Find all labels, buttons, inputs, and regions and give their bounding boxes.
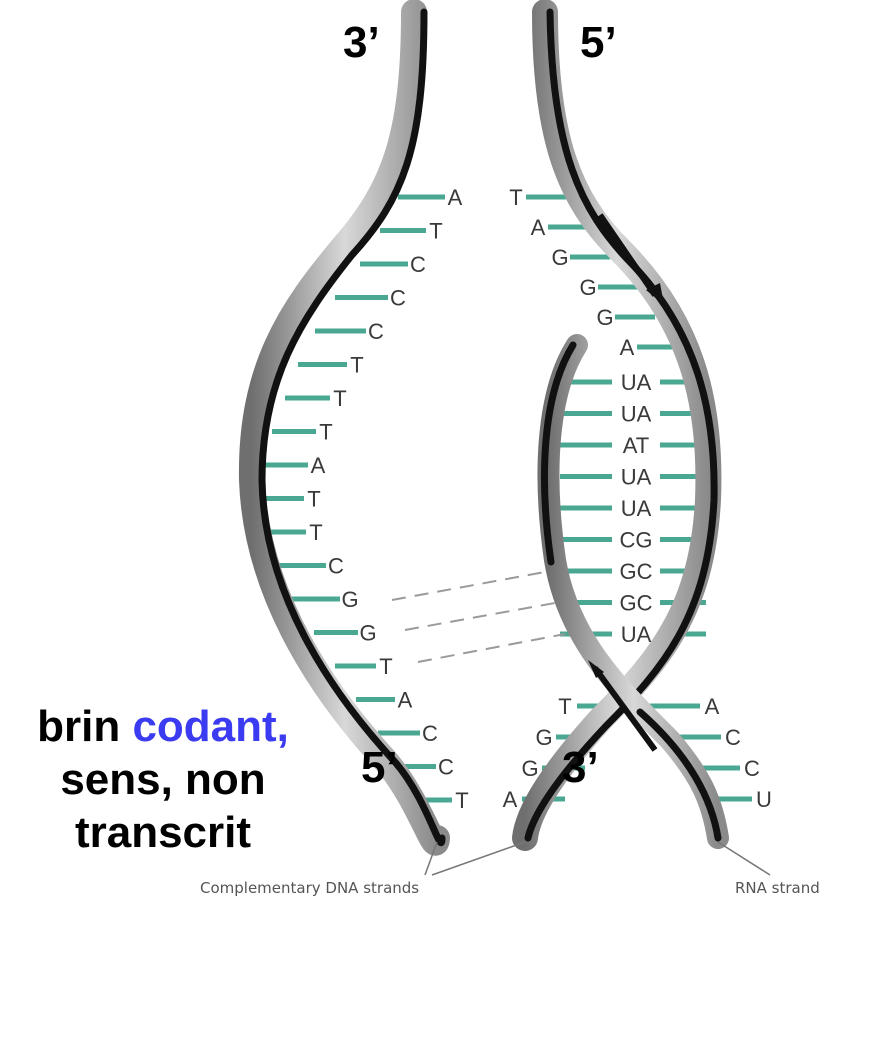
coding-strand-ribbon — [238, 0, 450, 856]
hybrid-pair-letters: UA — [621, 465, 652, 490]
hybrid-pair-letters: UA — [621, 402, 652, 427]
coding-base-letter: T — [429, 219, 442, 244]
template-base-letter: G — [579, 275, 596, 300]
lower-template-letter: T — [558, 694, 571, 719]
annotation-word-codant: codant, — [132, 702, 289, 751]
left-bottom-end-label: 5’ — [361, 743, 398, 792]
base-letters: ATCCCTTTATTCGGTACCTTAGGGAUAUAATUAUACGGCG… — [307, 185, 772, 813]
hybrid-pair-letters: UA — [621, 370, 652, 395]
coding-base-letter: G — [359, 621, 376, 646]
lower-template-letter: G — [521, 756, 538, 781]
rna-tail-letter: C — [725, 725, 741, 750]
coding-base-letter: T — [333, 386, 346, 411]
upper-arrowhead — [646, 283, 664, 305]
coding-dna-strand — [238, 0, 450, 856]
template-dna-strand — [512, 0, 722, 851]
dna-leader-left — [424, 841, 438, 876]
coding-base-letter: C — [410, 252, 426, 277]
coding-base-letter: C — [368, 319, 384, 344]
lower-arrowhead — [588, 660, 604, 678]
dashed-link-1 — [391, 571, 546, 601]
annotation-word-brin: brin — [37, 702, 121, 751]
rna-strand-backbone — [541, 341, 577, 566]
hybrid-pair-letters: GC — [620, 559, 653, 584]
coding-base-letter: T — [319, 420, 332, 445]
upper-direction-arrow — [597, 213, 658, 297]
template-base-letter: A — [620, 335, 635, 360]
lower-direction-arrow — [592, 666, 658, 752]
annotation-line-2: sens, non — [60, 755, 266, 804]
rna-strand — [537, 334, 729, 849]
coding-base-letter: A — [311, 453, 326, 478]
rna-tail-letter: U — [756, 787, 772, 812]
right-top-end-label: 5’ — [580, 18, 617, 67]
rna-leader — [717, 841, 771, 876]
hybrid-pair-letters: UA — [621, 622, 652, 647]
hybrid-pair-letters: AT — [623, 433, 649, 458]
direction-arrows — [588, 213, 664, 752]
template-strand-ribbon — [512, 0, 722, 851]
coding-base-letter: T — [309, 520, 322, 545]
rna-tail-letter: C — [744, 756, 760, 781]
coding-base-letter: C — [328, 554, 344, 579]
lower-template-letter: A — [503, 787, 518, 812]
annotation-line-1: brin codant, — [0, 700, 326, 753]
rna-strand-caption: RNA strand — [735, 879, 820, 897]
template-base-letter: G — [551, 245, 568, 270]
dna-strands-caption: Complementary DNA strands — [200, 879, 419, 897]
rna-strand-backbone-lower — [636, 708, 722, 842]
template-base-letter: T — [509, 185, 522, 210]
coding-strand-annotation: brin codant, sens, non transcrit — [0, 700, 326, 859]
hybrid-pair-letters: UA — [621, 496, 652, 521]
hybrid-pair-letters: GC — [620, 591, 653, 616]
template-base-letter: A — [531, 215, 546, 240]
right-bottom-end-label: 3’ — [562, 743, 599, 792]
coding-base-letter: T — [379, 654, 392, 679]
coding-base-letter: T — [307, 487, 320, 512]
dna-leader-right — [431, 841, 526, 876]
coding-base-letter: C — [438, 755, 454, 780]
annotation-line-3: transcrit — [74, 808, 252, 857]
template-strand-backbone — [524, 8, 718, 842]
coding-base-letter: T — [350, 353, 363, 378]
dashed-link-3 — [417, 633, 566, 663]
dashed-link-2 — [404, 602, 556, 631]
coding-base-letter: A — [398, 688, 413, 713]
left-top-end-label: 3’ — [343, 18, 380, 67]
hybrid-pair-letters: CG — [620, 528, 653, 553]
coding-base-letter: C — [422, 721, 438, 746]
caption-leader-lines — [424, 841, 771, 876]
coding-base-letter: G — [341, 587, 358, 612]
coding-base-letter: C — [390, 286, 406, 311]
lower-template-letter: G — [535, 725, 552, 750]
coding-strand-backbone — [258, 8, 446, 847]
template-base-letter: G — [596, 305, 613, 330]
hybrid-correspondence-lines — [391, 571, 566, 663]
rna-tail-letter: A — [705, 694, 720, 719]
coding-base-letter: T — [455, 788, 468, 813]
coding-base-letter: A — [448, 185, 463, 210]
